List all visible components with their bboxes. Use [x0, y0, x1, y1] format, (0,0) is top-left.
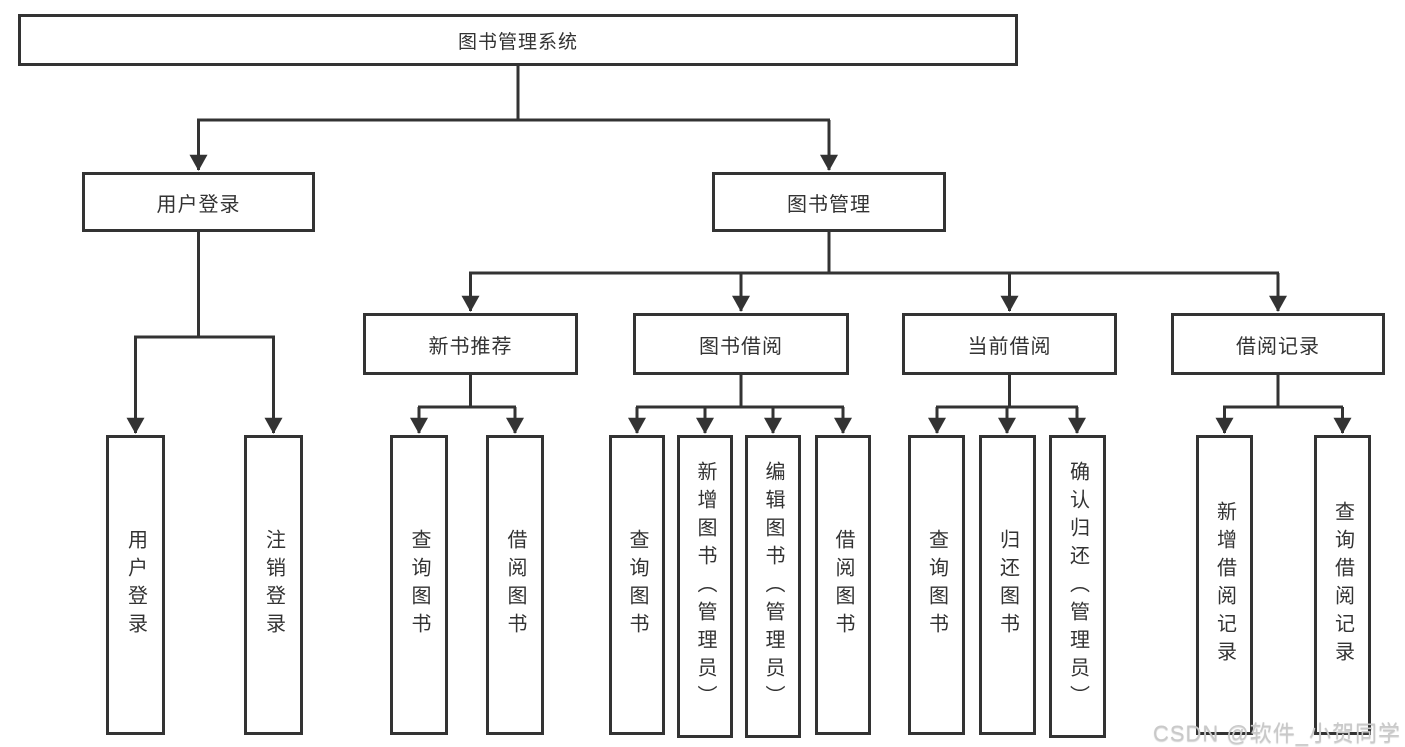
connector-book-management-trunk — [469, 232, 1279, 275]
leaf-borrow-books-1: 借阅图书 — [486, 435, 544, 735]
leaf-query-books-2: 查询图书 — [609, 435, 665, 735]
node-borrow-records: 借阅记录 — [1171, 313, 1385, 375]
leaf-query-books-3: 查询图书 — [908, 435, 965, 735]
connector-book-borrow-trunk — [636, 375, 844, 409]
leaf-add-book-admin: 新增图书（管理员） — [677, 435, 733, 738]
leaf-confirm-return-admin-label: 确认归还（管理员） — [1066, 460, 1089, 713]
leaf-borrow-books-2-label: 借阅图书 — [832, 529, 854, 641]
node-book-borrow-label: 图书借阅 — [699, 335, 783, 358]
node-new-book-recommend-label: 新书推荐 — [428, 335, 513, 358]
node-borrow-records-label: 借阅记录 — [1236, 335, 1320, 358]
node-book-management-label: 图书管理 — [787, 193, 871, 216]
connector-borrow-records-trunk — [1223, 375, 1343, 409]
leaf-add-borrow-record: 新增借阅记录 — [1196, 435, 1253, 735]
leaf-user-login-label: 用户登录 — [124, 529, 147, 641]
leaf-logout-label: 注销登录 — [262, 529, 285, 641]
leaf-user-login: 用户登录 — [106, 435, 165, 735]
leaf-confirm-return-admin: 确认归还（管理员） — [1049, 435, 1106, 738]
node-user-login: 用户登录 — [82, 172, 315, 232]
leaf-borrow-books-2: 借阅图书 — [815, 435, 871, 735]
leaf-query-books-3-label: 查询图书 — [925, 529, 948, 641]
connector-current-borrow-trunk — [936, 375, 1078, 409]
leaf-return-book-label: 归还图书 — [996, 529, 1019, 641]
leaf-query-books-1-label: 查询图书 — [408, 529, 430, 641]
connector-root-trunk — [197, 66, 830, 122]
leaf-query-borrow-record: 查询借阅记录 — [1314, 435, 1371, 735]
watermark: CSDN @软件_小贺同学 — [1152, 721, 1401, 746]
leaf-add-book-admin-label: 新增图书（管理员） — [694, 460, 716, 713]
node-new-book-recommend: 新书推荐 — [363, 313, 578, 375]
connector-user-login-trunk — [134, 232, 275, 339]
leaf-logout: 注销登录 — [244, 435, 303, 735]
leaf-add-borrow-record-label: 新增借阅记录 — [1213, 501, 1236, 669]
node-book-borrow: 图书借阅 — [633, 313, 849, 375]
node-user-login-label: 用户登录 — [156, 193, 241, 216]
node-root-label: 图书管理系统 — [457, 31, 578, 53]
leaf-return-book: 归还图书 — [979, 435, 1036, 735]
node-root: 图书管理系统 — [18, 14, 1018, 66]
leaf-borrow-books-1-label: 借阅图书 — [504, 529, 526, 641]
leaf-query-books-2-label: 查询图书 — [626, 529, 648, 641]
connector-new-book-recommend-trunk — [418, 375, 516, 409]
leaf-query-borrow-record-label: 查询借阅记录 — [1331, 501, 1354, 669]
leaf-edit-book-admin-label: 编辑图书（管理员） — [762, 460, 784, 713]
leaf-edit-book-admin: 编辑图书（管理员） — [745, 435, 801, 738]
node-current-borrow-label: 当前借阅 — [967, 335, 1052, 358]
leaf-query-books-1: 查询图书 — [390, 435, 448, 735]
node-book-management: 图书管理 — [712, 172, 946, 232]
node-current-borrow: 当前借阅 — [902, 313, 1117, 375]
